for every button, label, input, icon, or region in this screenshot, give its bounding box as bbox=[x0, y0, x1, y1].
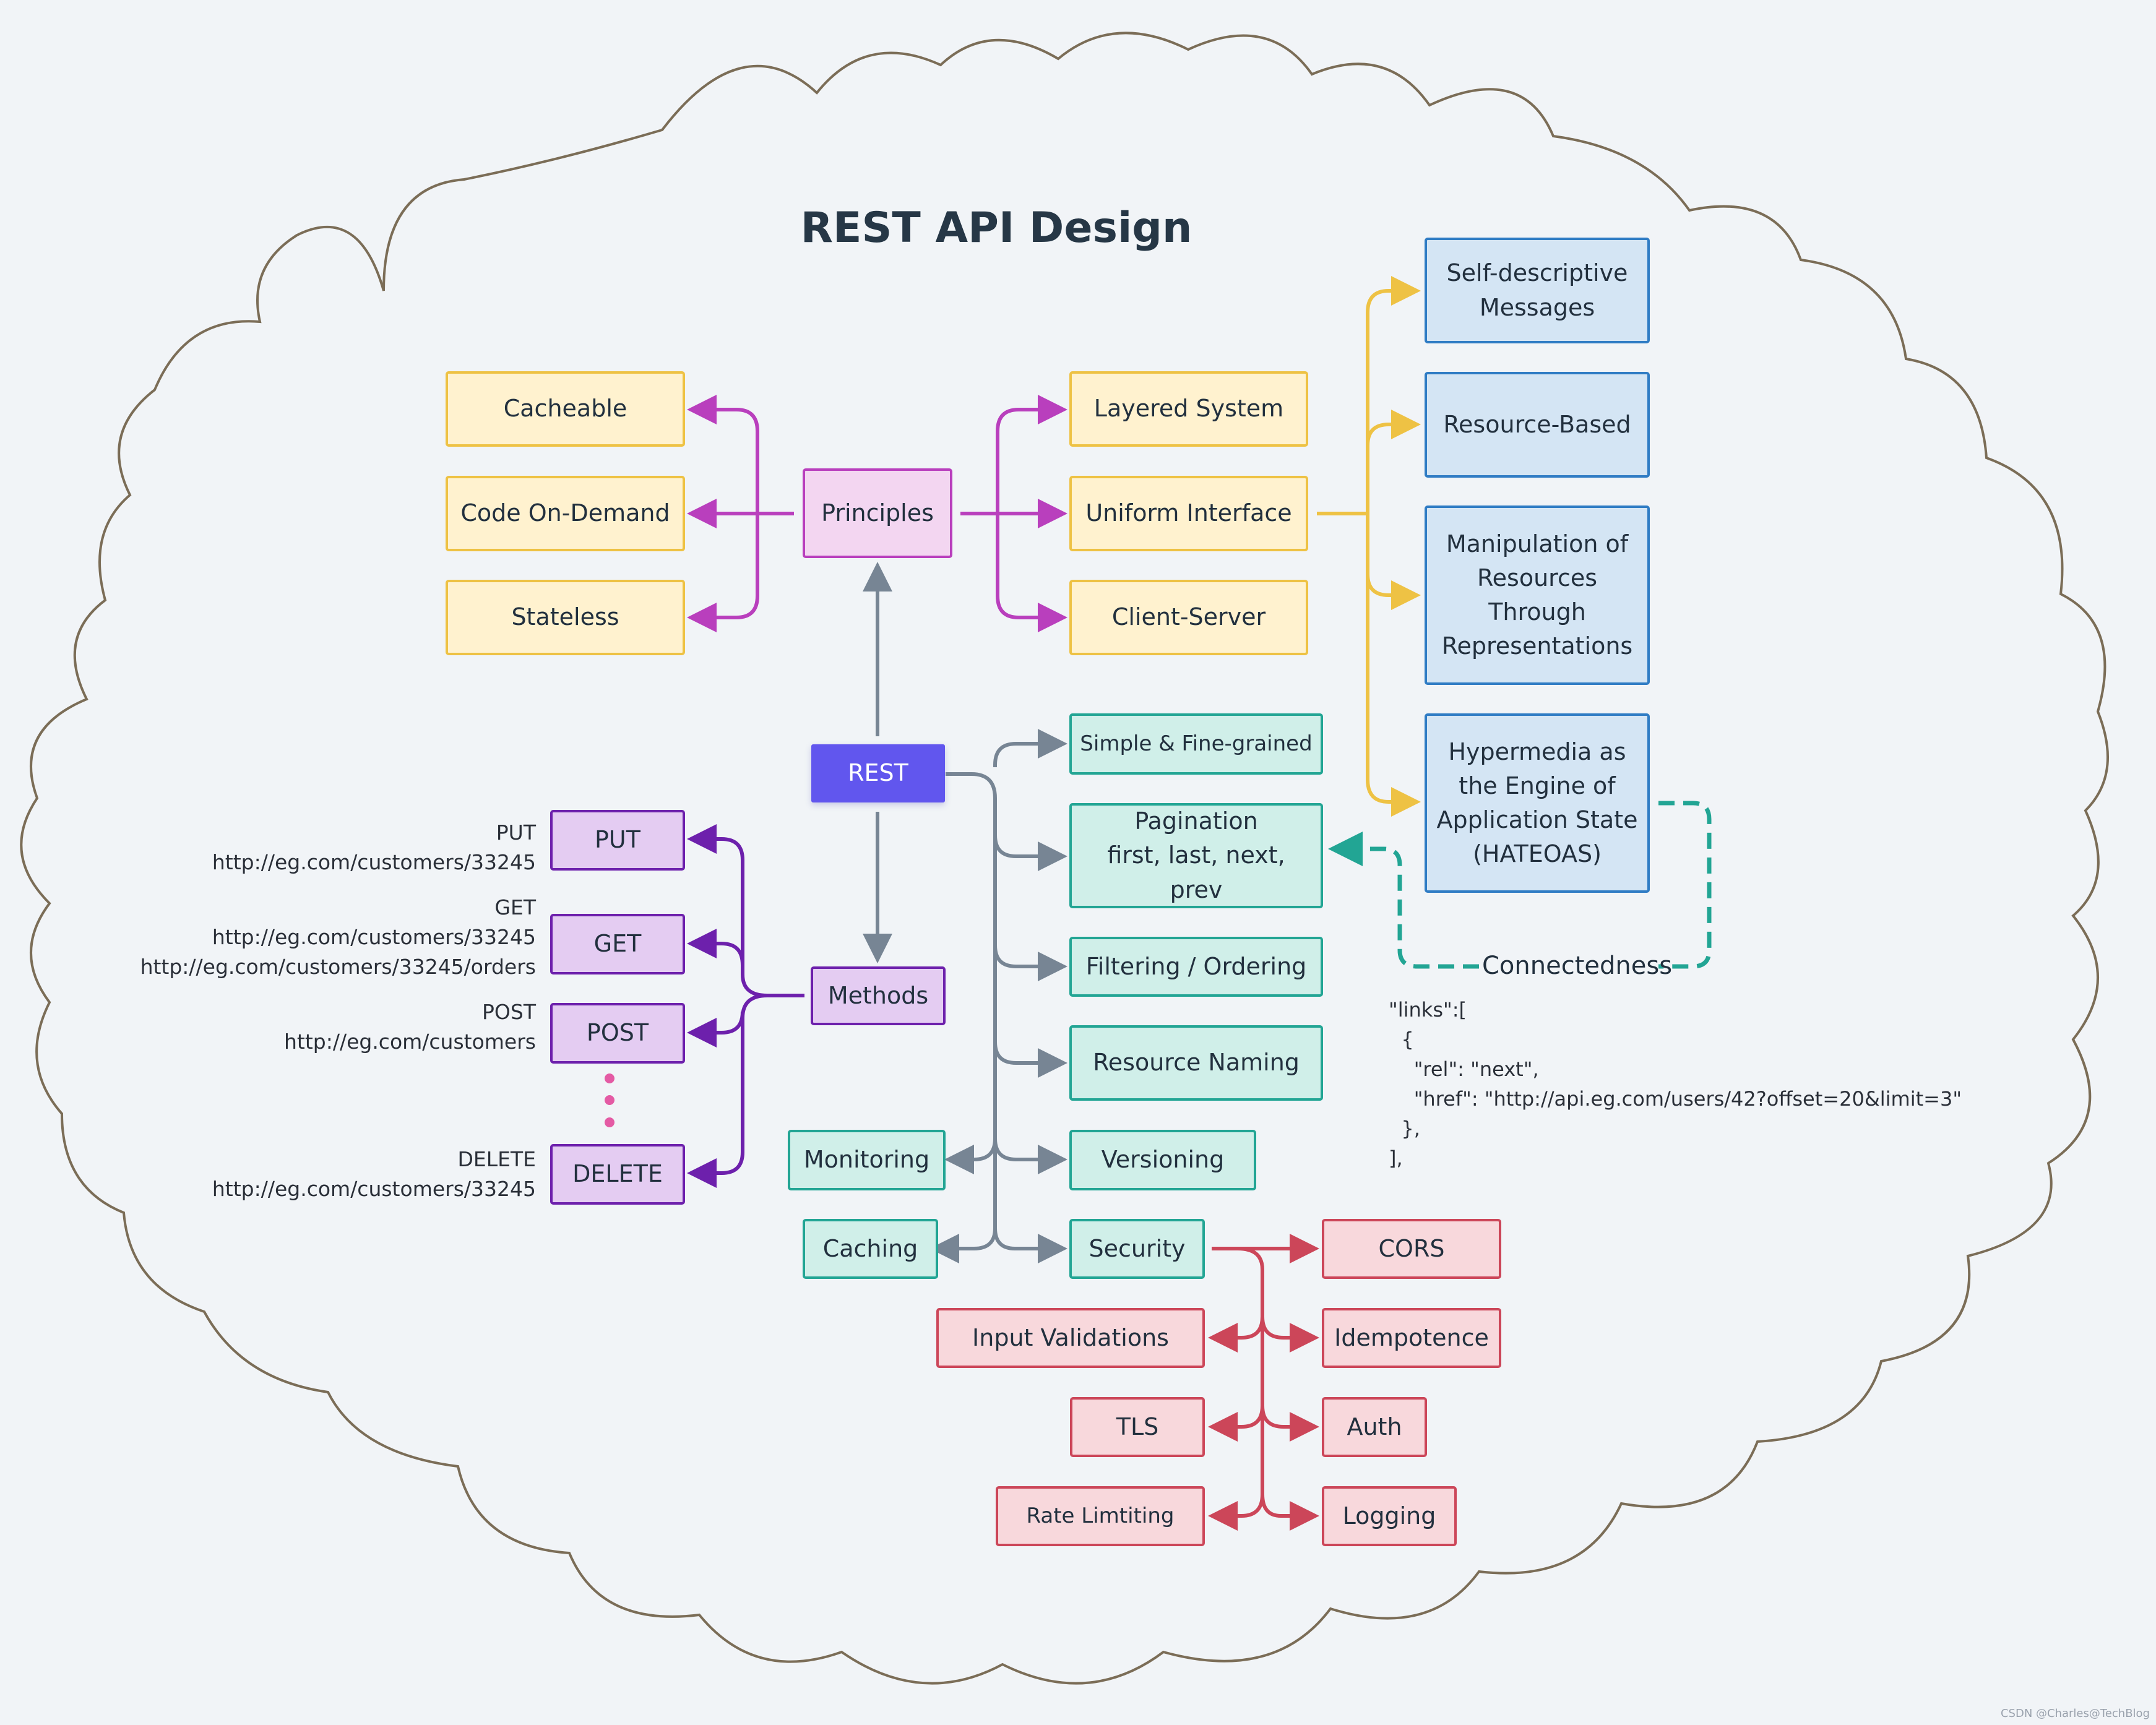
pagination-node: Pagination first, last, next, prev bbox=[1069, 803, 1323, 908]
principles-right-connector bbox=[960, 395, 1067, 515]
connectedness-connector bbox=[1328, 832, 1479, 969]
rest-topics-branch bbox=[993, 729, 1067, 767]
cloud-outline bbox=[20, 32, 2109, 1685]
principles-left-connector bbox=[687, 512, 794, 632]
uniform-connector bbox=[1366, 410, 1421, 446]
rest-topics-branch bbox=[993, 1041, 1067, 1078]
rate-limiting-node: Rate Limtiting bbox=[996, 1486, 1205, 1546]
principles-right-connector bbox=[960, 512, 1067, 632]
methods-node: Methods bbox=[811, 966, 946, 1025]
resource-based-node: Resource-Based bbox=[1425, 372, 1650, 478]
security-connector bbox=[1261, 1316, 1319, 1353]
uniform-connector bbox=[1317, 289, 1389, 515]
cacheable-node: Cacheable bbox=[446, 371, 685, 447]
client-server-node: Client-Server bbox=[1069, 580, 1308, 655]
rest-topics-branch bbox=[929, 1228, 997, 1263]
auth-node: Auth bbox=[1322, 1397, 1427, 1457]
resource-naming-node: Resource Naming bbox=[1069, 1025, 1323, 1101]
links-code-sample: "links":[ { "rel": "next", "href": "http… bbox=[1389, 998, 1962, 1170]
methods-connector bbox=[687, 929, 744, 966]
security-node: Security bbox=[1069, 1219, 1205, 1279]
methods-connector bbox=[721, 837, 804, 997]
ellipsis-dot bbox=[605, 1117, 614, 1127]
rest-topics-branch bbox=[993, 945, 1067, 981]
rest-topics-branch bbox=[993, 1138, 1067, 1174]
security-connector bbox=[1208, 1405, 1264, 1442]
cors-node: CORS bbox=[1322, 1219, 1501, 1279]
security-connector bbox=[1208, 1316, 1264, 1353]
rest-topics-branch bbox=[993, 835, 1067, 871]
page-title: REST API Design bbox=[800, 203, 1192, 252]
methods-connector bbox=[687, 1011, 744, 1047]
versioning-node: Versioning bbox=[1069, 1130, 1256, 1190]
delete-method-node: DELETE bbox=[550, 1144, 685, 1205]
monitoring-node: Monitoring bbox=[788, 1130, 946, 1190]
rest-topics-trunk bbox=[946, 772, 1015, 1250]
security-connector bbox=[1212, 1247, 1282, 1518]
stateless-node: Stateless bbox=[446, 580, 685, 655]
simple-fine-grained-node: Simple & Fine-grained bbox=[1069, 713, 1323, 775]
methods-connector bbox=[721, 994, 768, 1175]
ellipsis-dot bbox=[605, 1095, 614, 1105]
rest-node: REST bbox=[811, 744, 945, 802]
rest-topics-branch bbox=[944, 1138, 997, 1174]
layered-system-node: Layered System bbox=[1069, 371, 1308, 447]
post-method-node: POST bbox=[550, 1003, 685, 1064]
uniform-connector bbox=[1366, 514, 1389, 804]
principles-node: Principles bbox=[803, 468, 952, 558]
connectedness-connector bbox=[1658, 801, 1712, 969]
tls-node: TLS bbox=[1070, 1397, 1205, 1457]
post-method-description: POST http://eg.com/customers bbox=[283, 1000, 536, 1054]
caching-node: Caching bbox=[803, 1219, 938, 1279]
filtering-ordering-node: Filtering / Ordering bbox=[1069, 937, 1323, 997]
security-connector bbox=[1208, 1494, 1264, 1531]
credit-watermark: CSDN @Charles@TechBlog bbox=[2000, 1707, 2150, 1720]
get-method-node: GET bbox=[550, 914, 685, 974]
security-connector bbox=[1261, 1405, 1319, 1442]
input-validations-node: Input Validations bbox=[936, 1308, 1205, 1368]
get-method-description: GET http://eg.com/customers/33245 http:/… bbox=[140, 895, 536, 979]
put-method-description: PUT http://eg.com/customers/33245 bbox=[212, 820, 536, 874]
idempotence-node: Idempotence bbox=[1322, 1308, 1501, 1368]
principles-left-connector bbox=[687, 395, 794, 515]
uniform-connector bbox=[1366, 574, 1421, 610]
logging-node: Logging bbox=[1322, 1486, 1457, 1546]
self-descriptive-messages-node: Self-descriptive Messages bbox=[1425, 238, 1650, 343]
put-method-node: PUT bbox=[550, 810, 685, 871]
ellipsis-dot bbox=[605, 1073, 614, 1083]
uniform-interface-node: Uniform Interface bbox=[1069, 476, 1308, 551]
manipulation-of-resources-node: Manipulation of Resources Through Repres… bbox=[1425, 505, 1650, 685]
code-on-demand-node: Code On-Demand bbox=[446, 476, 685, 551]
connectedness-label: Connectedness bbox=[1482, 952, 1673, 980]
hateoas-node: Hypermedia as the Engine of Application … bbox=[1425, 713, 1650, 893]
delete-method-description: DELETE http://eg.com/customers/33245 bbox=[212, 1147, 536, 1201]
